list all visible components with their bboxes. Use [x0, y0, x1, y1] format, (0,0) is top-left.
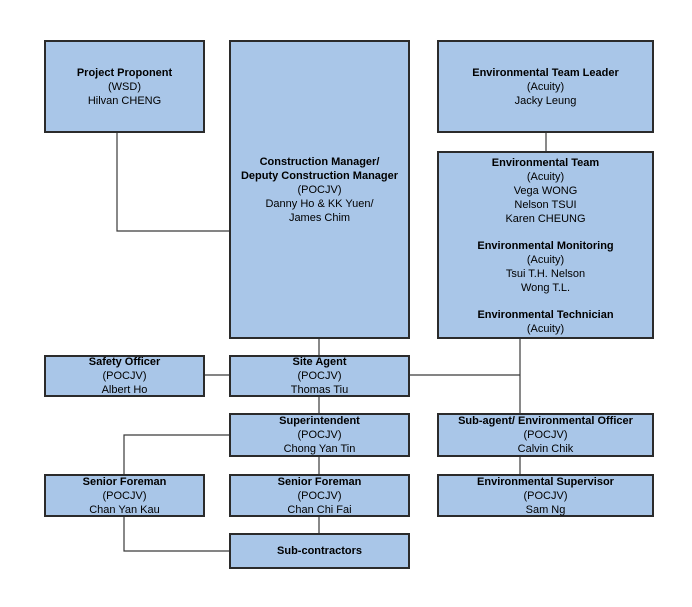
construction-manager-title-line1: Construction Manager/	[259, 155, 380, 168]
env-team-person: Vega WONG	[513, 185, 578, 197]
senior-foreman-mid-title: Senior Foreman	[277, 475, 362, 488]
sub-contractors-box: Sub-contractors	[229, 533, 410, 569]
env-team-leader-org: (Acuity)	[526, 80, 565, 93]
construction-manager-person-line1: Danny Ho & KK Yuen/	[265, 197, 374, 210]
construction-manager-org: (POCJV)	[297, 183, 342, 196]
env-team-box: Environmental Team (Acuity) Vega WONG Ne…	[437, 151, 654, 339]
env-team-title: Environmental Team	[491, 157, 600, 169]
senior-foreman-mid-person: Chan Chi Fai	[287, 503, 352, 516]
construction-manager-person-line2: James Chim	[288, 211, 351, 224]
project-proponent-person: Hilvan CHENG	[87, 94, 162, 107]
senior-foreman-left-org: (POCJV)	[102, 489, 147, 502]
site-agent-org: (POCJV)	[297, 370, 342, 382]
env-team-leader-person: Jacky Leung	[514, 94, 577, 107]
senior-foreman-left-person: Chan Yan Kau	[89, 503, 160, 516]
senior-foreman-mid-box: Senior Foreman (POCJV) Chan Chi Fai	[229, 474, 410, 517]
env-team-org: (Acuity)	[526, 171, 565, 183]
env-monitoring-person: Tsui T.H. Nelson	[505, 268, 586, 280]
safety-officer-title: Safety Officer	[88, 356, 161, 368]
senior-foreman-mid-org: (POCJV)	[297, 489, 342, 502]
project-proponent-box: Project Proponent (WSD) Hilvan CHENG	[44, 40, 205, 133]
senior-foreman-left-title: Senior Foreman	[82, 475, 167, 488]
sub-agent-org: (POCJV)	[523, 429, 568, 441]
site-agent-title: Site Agent	[292, 356, 347, 368]
connector-foreman-left-subcontractors	[123, 517, 229, 552]
project-proponent-org: (WSD)	[108, 80, 141, 93]
senior-foreman-left-box: Senior Foreman (POCJV) Chan Yan Kau	[44, 474, 205, 517]
sub-agent-title: Sub-agent/ Environmental Officer	[458, 415, 633, 427]
site-agent-person: Thomas Tiu	[290, 384, 349, 396]
construction-manager-box: Construction Manager/ Deputy Constructio…	[229, 40, 410, 339]
superintendent-title: Superintendent	[279, 415, 360, 427]
construction-manager-title-line2: Deputy Construction Manager	[240, 169, 399, 182]
env-supervisor-org: (POCJV)	[523, 489, 568, 502]
env-team-person: Karen CHEUNG	[505, 213, 586, 225]
safety-officer-box: Safety Officer (POCJV) Albert Ho	[44, 355, 205, 397]
superintendent-org: (POCJV)	[297, 429, 342, 441]
env-team-person: Nelson TSUI	[514, 199, 577, 211]
project-proponent-title: Project Proponent	[76, 66, 173, 79]
connector-proponent-cm	[116, 133, 229, 232]
sub-agent-person: Calvin Chik	[517, 443, 574, 455]
safety-officer-person: Albert Ho	[101, 384, 148, 396]
sub-agent-box: Sub-agent/ Environmental Officer (POCJV)…	[437, 413, 654, 457]
env-monitoring-title: Environmental Monitoring	[477, 240, 614, 252]
env-team-leader-title: Environmental Team Leader	[472, 66, 619, 79]
env-supervisor-title: Environmental Supervisor	[477, 475, 614, 488]
env-supervisor-box: Environmental Supervisor (POCJV) Sam Ng	[437, 474, 654, 517]
env-technician-org: (Acuity)	[526, 323, 565, 335]
env-monitoring-person: Wong T.L.	[520, 282, 571, 294]
env-monitoring-org: (Acuity)	[526, 254, 565, 266]
superintendent-person: Chong Yan Tin	[283, 443, 356, 455]
site-agent-box: Site Agent (POCJV) Thomas Tiu	[229, 355, 410, 397]
env-technician-title: Environmental Technician	[477, 309, 614, 321]
safety-officer-org: (POCJV)	[102, 370, 147, 382]
env-supervisor-person: Sam Ng	[525, 503, 566, 516]
sub-contractors-title: Sub-contractors	[277, 545, 362, 557]
superintendent-box: Superintendent (POCJV) Chong Yan Tin	[229, 413, 410, 457]
env-team-leader-box: Environmental Team Leader (Acuity) Jacky…	[437, 40, 654, 133]
connector-superintendent-foreman-left	[123, 434, 229, 474]
